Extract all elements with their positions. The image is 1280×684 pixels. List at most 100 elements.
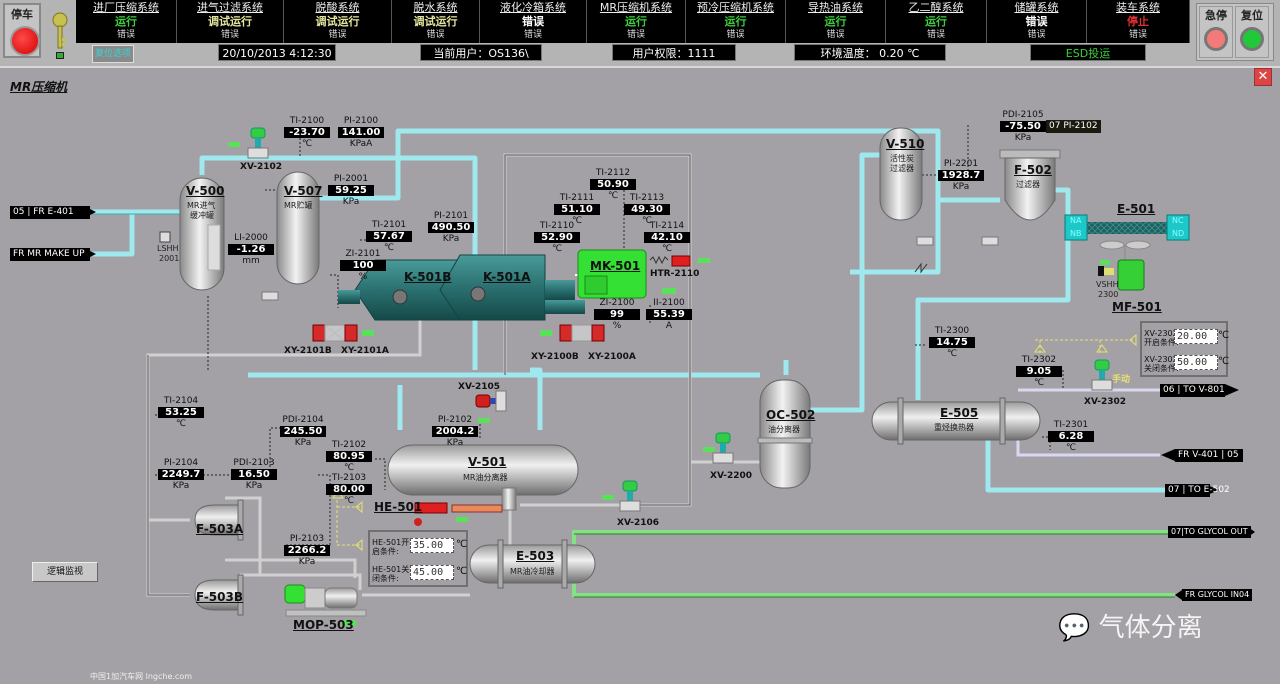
emergency-stop-label: 急停	[1205, 9, 1227, 22]
f502-label[interactable]: F-502	[1014, 163, 1052, 177]
stream-to-e502[interactable]: 07 | TO E-502	[1165, 484, 1230, 497]
e505-label[interactable]: E-505	[940, 406, 979, 420]
close-icon[interactable]: ✕	[1254, 68, 1272, 86]
system-name[interactable]: 进气过滤系统	[197, 1, 263, 14]
tag-value: -1.26	[228, 244, 274, 255]
oc502-label[interactable]: OC-502	[766, 408, 816, 422]
he501-label[interactable]: HE-501	[374, 500, 423, 514]
system-name[interactable]: 脱水系统	[413, 1, 458, 14]
system-panel[interactable]: 进厂压缩系统运行错误	[76, 0, 177, 43]
logic-monitor-button[interactable]: 逻辑监视	[32, 562, 98, 582]
stream-to-glycol-out[interactable]: 07|TO GLYCOL OUT	[1168, 526, 1251, 538]
system-panel[interactable]: 装车系统停止错误	[1087, 0, 1190, 43]
k501a-label[interactable]: K-501A	[483, 270, 531, 284]
f503b-label[interactable]: F-503B	[196, 590, 244, 604]
xv2106-label[interactable]: XV-2106	[617, 518, 660, 528]
system-panel[interactable]: 脱水系统调试运行错误	[392, 0, 480, 43]
fan-icon	[1099, 240, 1125, 250]
v501-label[interactable]: V-501	[468, 455, 507, 469]
v510-label[interactable]: V-510	[886, 137, 925, 151]
system-name[interactable]: 液化冷箱系统	[500, 1, 566, 14]
watermark: 💬 气体分离	[1058, 607, 1203, 644]
system-name[interactable]: MR压缩机系统	[599, 1, 673, 14]
stream-fr-mr-makeup[interactable]: FR MR MAKE UP	[10, 248, 90, 261]
xv2302-label[interactable]: XV-2302	[1084, 397, 1127, 407]
system-name[interactable]: 乙二醇系统	[908, 1, 964, 14]
system-panel[interactable]: 预冷压缩机系统运行错误	[686, 0, 786, 43]
xy2101b-label[interactable]: XY-2101B	[284, 346, 332, 356]
emergency-stop-button[interactable]: 急停	[1199, 6, 1233, 58]
system-name[interactable]: 导热油系统	[808, 1, 863, 14]
xv2302-open-input[interactable]: 20.00	[1174, 329, 1218, 344]
key-icon[interactable]	[50, 12, 70, 52]
he501-off-input[interactable]: 45.00	[410, 565, 454, 580]
system-panel[interactable]: 乙二醇系统运行错误	[886, 0, 987, 43]
xv2302-close-input[interactable]: 50.00	[1174, 355, 1218, 370]
xy2101a-label[interactable]: XY-2101A	[341, 346, 389, 356]
system-name[interactable]: 进厂压缩系统	[93, 1, 159, 14]
system-panel[interactable]: 导热油系统运行错误	[786, 0, 886, 43]
system-name[interactable]: 装车系统	[1116, 1, 1160, 14]
e503-label[interactable]: E-503	[516, 549, 555, 563]
xy2100b-label[interactable]: XY-2100B	[531, 352, 579, 362]
v500-label[interactable]: V-500	[186, 184, 225, 198]
stream-fr-e401[interactable]: 05 | FR E-401	[10, 206, 90, 219]
system-panel[interactable]: 脱酸系统调试运行错误	[284, 0, 392, 43]
reset-options-button[interactable]: 复位选项	[92, 45, 134, 63]
stream-pi2102-ref[interactable]: 07 PI-2102	[1046, 120, 1101, 133]
tag-ti2100[interactable]: TI-2100-23.70℃	[284, 116, 330, 149]
system-panel[interactable]: 储罐系统错误错误	[987, 0, 1087, 43]
system-panel[interactable]: 进气过滤系统调试运行错误	[177, 0, 284, 43]
reset-button[interactable]: 复位	[1235, 6, 1269, 58]
system-panel[interactable]: 液化冷箱系统错误错误	[480, 0, 587, 43]
xv2105-label[interactable]: XV-2105	[458, 382, 501, 392]
stream-fr-v401[interactable]: FR V-401 | 05	[1175, 449, 1243, 462]
xy2100a-label[interactable]: XY-2100A	[588, 352, 636, 362]
f503a-label[interactable]: F-503A	[196, 522, 244, 536]
stream-fr-glycol-in[interactable]: FR GLYCOL IN04	[1182, 589, 1253, 601]
mk501-label[interactable]: MK-501	[590, 259, 641, 273]
k501b-label[interactable]: K-501B	[404, 270, 452, 284]
system-name[interactable]: 脱酸系统	[315, 1, 360, 14]
mf501-label[interactable]: MF-501	[1112, 300, 1162, 314]
xv2102-label[interactable]: XV-2102	[240, 162, 283, 172]
xv2200-label[interactable]: XV-2200	[710, 471, 753, 481]
system-name[interactable]: 储罐系统	[1014, 1, 1059, 14]
mop503-label[interactable]: MOP-503	[293, 618, 354, 632]
v507-label[interactable]: V-507	[284, 184, 323, 198]
stream-to-v801[interactable]: 06 | TO V-801	[1160, 384, 1225, 397]
tag-value: 2004.2	[432, 426, 478, 437]
stop-button[interactable]: 停车	[3, 3, 41, 58]
system-panel[interactable]: MR压缩机系统运行错误	[587, 0, 686, 43]
he501-on-input[interactable]: 35.00	[410, 538, 454, 553]
e501-label[interactable]: E-501	[1117, 202, 1156, 216]
xy2100-valves	[559, 324, 605, 342]
system-name[interactable]: 预冷压缩机系统	[697, 1, 774, 14]
